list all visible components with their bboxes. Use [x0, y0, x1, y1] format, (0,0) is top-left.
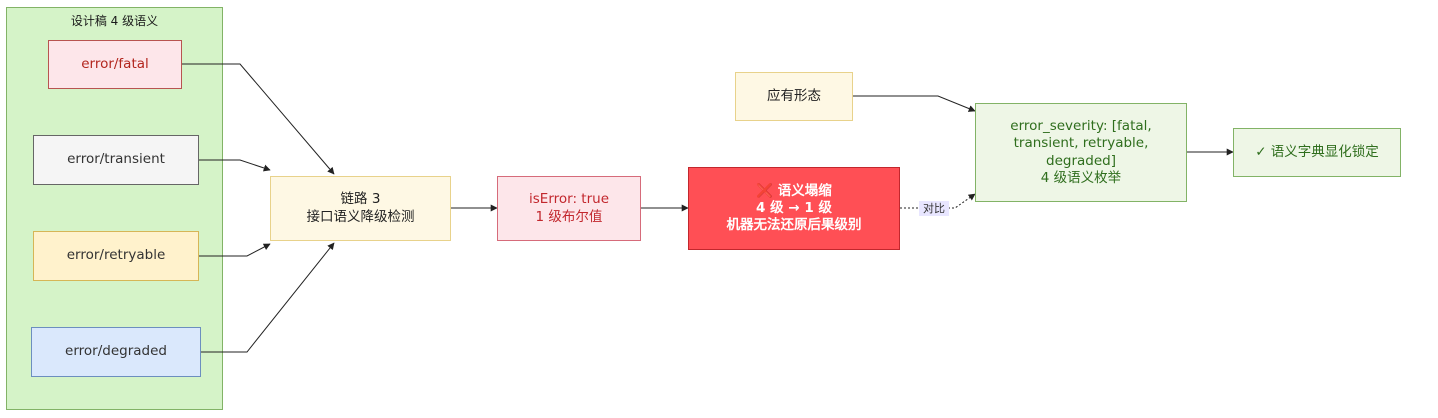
node-dictionary-locked-label: ✓ 语义字典显化锁定: [1255, 143, 1379, 160]
compare-edge-label: 对比: [919, 201, 949, 216]
severity-line4: 4 级语义枚举: [1040, 169, 1122, 186]
node-iserror-line1: isError: true: [529, 191, 609, 208]
node-link3-detection: 链路 3 接口语义降级检测: [270, 176, 451, 241]
severity-line3: degraded]: [1046, 152, 1116, 169]
cross-mark-icon: ❌: [756, 182, 774, 199]
collapse-levels: 4 级 → 1 级: [756, 199, 832, 216]
node-link3-subtitle: 接口语义降级检测: [306, 208, 415, 225]
node-expected-form-label: 应有形态: [767, 87, 821, 104]
node-error-retryable: error/retryable: [33, 231, 199, 281]
node-error-retryable-label: error/retryable: [66, 247, 166, 264]
node-iserror-boolean: isError: true 1 级布尔值: [497, 176, 641, 241]
node-error-severity-enum: error_severity: [fatal, transient, retry…: [975, 103, 1187, 202]
node-link3-title: 链路 3: [340, 191, 381, 208]
node-semantic-collapse: ❌ 语义塌缩 4 级 → 1 级 机器无法还原后果级别: [688, 167, 900, 250]
node-error-transient: error/transient: [33, 135, 199, 185]
node-error-degraded: error/degraded: [31, 327, 201, 377]
node-dictionary-locked: ✓ 语义字典显化锁定: [1233, 128, 1401, 177]
node-iserror-line2: 1 级布尔值: [535, 208, 603, 225]
node-error-fatal: error/fatal: [48, 40, 182, 89]
edge-transient-to-link3: [199, 159, 271, 172]
node-error-fatal-label: error/fatal: [81, 55, 149, 72]
edge-degraded-to-link3: [201, 242, 335, 353]
collapse-title: 语义塌缩: [777, 182, 832, 199]
node-expected-form: 应有形态: [735, 72, 853, 121]
group-title: 设计稿 4 级语义: [70, 14, 159, 28]
node-error-degraded-label: error/degraded: [65, 343, 167, 360]
collapse-heading: ❌ 语义塌缩: [756, 183, 832, 200]
node-error-transient-label: error/transient: [67, 151, 165, 168]
collapse-consequence: 机器无法还原后果级别: [726, 217, 862, 234]
severity-line2: transient, retryable,: [1013, 135, 1149, 152]
severity-line1: error_severity: [fatal,: [1010, 117, 1152, 134]
edge-retryable-to-link3: [199, 243, 271, 257]
edge-fatal-to-link3: [182, 63, 335, 175]
edge-expected-to-severity: [853, 95, 976, 112]
